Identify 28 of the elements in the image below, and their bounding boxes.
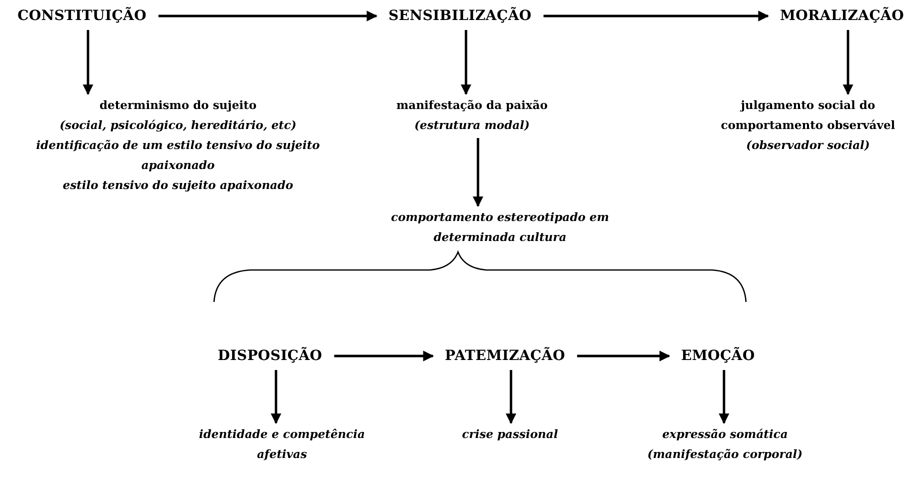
description-text: identidade e competência afetivas	[198, 426, 366, 463]
arrow	[158, 10, 378, 22]
description-text: estilo tensivo do sujeito apaixonado	[62, 177, 294, 194]
description-text: julgamento social do comportamento observável	[720, 97, 896, 134]
description-text: comportamento estereotipado em determinada cultura	[390, 209, 610, 246]
arrow	[544, 10, 770, 22]
arrow	[506, 370, 516, 424]
stage-heading: DISPOSIÇÃO	[216, 348, 324, 364]
stage-heading: PATEMIZAÇÃO	[444, 348, 566, 364]
arrow	[577, 350, 670, 362]
description-text: determinismo do sujeito	[98, 97, 258, 114]
arrow	[718, 370, 730, 424]
description-text: manifestação da paixão	[395, 97, 549, 114]
arrow	[472, 138, 484, 208]
stage-heading: SENSIBILIZAÇÃO	[387, 8, 533, 24]
arrow	[842, 30, 854, 96]
description-text: crise passional	[461, 426, 559, 443]
arrow	[334, 350, 434, 362]
stage-heading: EMOÇÃO	[680, 348, 756, 364]
stage-heading: MORALIZAÇÃO	[778, 8, 906, 24]
description-text: (social, psicológico, hereditário, etc)	[58, 117, 298, 134]
description-text: (observador social)	[745, 137, 871, 154]
arrow	[270, 370, 282, 424]
description-text: (estrutura modal)	[413, 117, 531, 134]
arrow	[460, 30, 472, 96]
arrow	[82, 30, 94, 96]
description-text: expressão somática (manifestação corporal)	[646, 426, 804, 463]
stage-heading: CONSTITUIÇÃO	[16, 8, 148, 24]
